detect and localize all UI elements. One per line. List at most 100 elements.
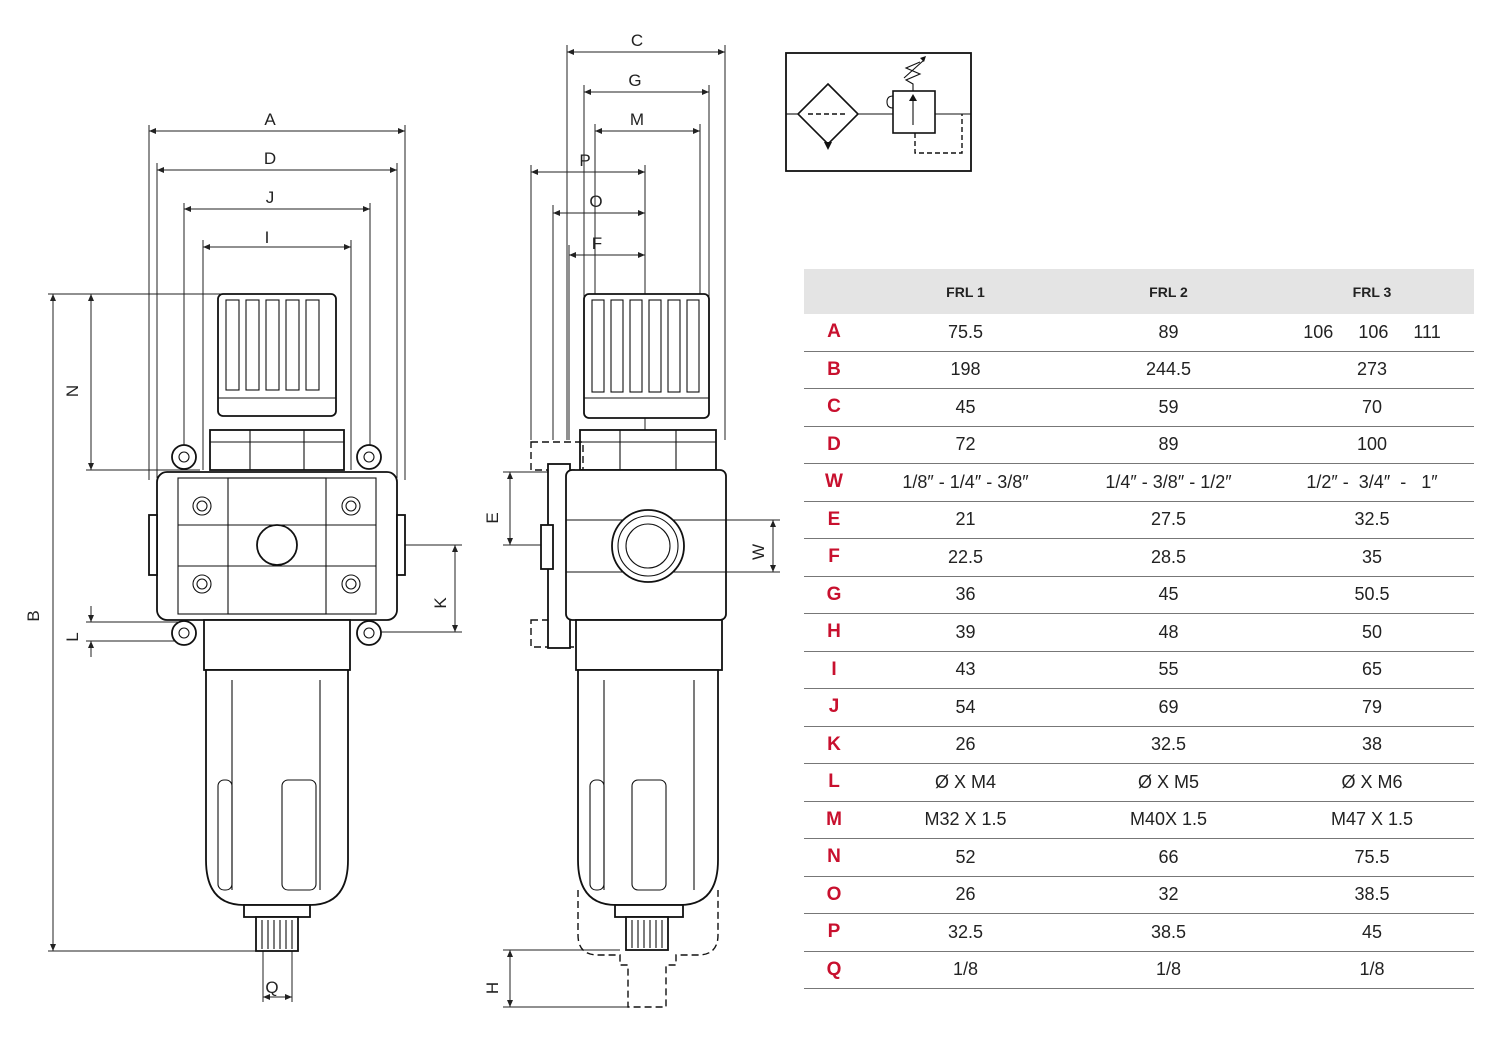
dim-label-J: J xyxy=(266,188,275,207)
cell-frl2: 45 xyxy=(1067,576,1270,614)
cell-frl2: 1/8 xyxy=(1067,951,1270,989)
table-header-row: FRL 1 FRL 2 FRL 3 xyxy=(804,269,1474,314)
dim-label-L: L xyxy=(63,632,82,641)
dim-label-M: M xyxy=(630,110,644,129)
cell-frl3: Ø X M6 xyxy=(1270,763,1474,802)
dim-label-D: D xyxy=(264,149,276,168)
cell-frl3: 106 106 111 xyxy=(1270,314,1474,352)
cell-frl2: Ø X M5 xyxy=(1067,763,1270,802)
row-key: D xyxy=(804,426,864,464)
cell-frl1: 36 xyxy=(864,576,1067,614)
cell-frl3: 100 xyxy=(1270,426,1474,464)
front-view: A D J I N B K L Q xyxy=(24,110,462,1002)
cell-frl2: 28.5 xyxy=(1067,538,1270,577)
row-key: Q xyxy=(804,951,864,989)
row-key: K xyxy=(804,726,864,764)
row-key: W xyxy=(804,463,864,502)
table-header-frl3: FRL 3 xyxy=(1270,269,1474,314)
cell-frl3: 50 xyxy=(1270,613,1474,652)
cell-frl3: 50.5 xyxy=(1270,576,1474,614)
cell-frl3: 32.5 xyxy=(1270,501,1474,539)
cell-frl2: 59 xyxy=(1067,388,1270,427)
row-key: H xyxy=(804,613,864,652)
cell-frl2: 27.5 xyxy=(1067,501,1270,539)
cell-frl3: 65 xyxy=(1270,651,1474,689)
cell-frl2: 1/4″ - 3/8″ - 1/2″ xyxy=(1067,463,1270,502)
cell-frl1: 39 xyxy=(864,613,1067,652)
cell-frl3: 79 xyxy=(1270,688,1474,727)
cell-frl3: 273 xyxy=(1270,351,1474,389)
cell-frl1: 1/8 xyxy=(864,951,1067,989)
cell-frl1: 72 xyxy=(864,426,1067,464)
cell-frl1: 21 xyxy=(864,501,1067,539)
cell-frl2: 48 xyxy=(1067,613,1270,652)
table-header-frl1: FRL 1 xyxy=(864,269,1067,314)
dim-label-K: K xyxy=(431,597,450,609)
side-view: C G M P O F E W H xyxy=(483,31,780,1008)
cell-frl1: 52 xyxy=(864,838,1067,877)
cell-frl1: 54 xyxy=(864,688,1067,727)
dim-label-F: F xyxy=(592,234,602,253)
cell-frl1: 198 xyxy=(864,351,1067,389)
row-key: J xyxy=(804,688,864,727)
dim-label-N: N xyxy=(63,385,82,397)
dim-label-W: W xyxy=(749,544,768,560)
cell-frl2: M40X 1.5 xyxy=(1067,801,1270,839)
cell-frl3: 75.5 xyxy=(1270,838,1474,877)
cell-frl3: M47 X 1.5 xyxy=(1270,801,1474,839)
cell-frl2: 66 xyxy=(1067,838,1270,877)
filter-regulator-symbol xyxy=(785,52,972,172)
table-header-frl2: FRL 2 xyxy=(1067,269,1270,314)
row-key: L xyxy=(804,763,864,802)
row-key: P xyxy=(804,913,864,952)
cell-frl2: 32.5 xyxy=(1067,726,1270,764)
cell-frl1: Ø X M4 xyxy=(864,763,1067,802)
cell-frl3: 1/8 xyxy=(1270,951,1474,989)
cell-frl3: 1/2″ - 3/4″ - 1″ xyxy=(1270,463,1474,502)
cell-frl1: 26 xyxy=(864,876,1067,914)
dim-label-C: C xyxy=(631,31,643,50)
row-key: B xyxy=(804,351,864,389)
cell-frl1: 1/8″ - 1/4″ - 3/8″ xyxy=(864,463,1067,502)
row-key: E xyxy=(804,501,864,539)
row-key: A xyxy=(804,314,864,352)
cell-frl2: 69 xyxy=(1067,688,1270,727)
cell-frl2: 55 xyxy=(1067,651,1270,689)
cell-frl3: 45 xyxy=(1270,913,1474,952)
row-key: M xyxy=(804,801,864,839)
row-key: G xyxy=(804,576,864,614)
dim-label-O: O xyxy=(589,192,602,211)
dim-label-E: E xyxy=(483,512,502,523)
cell-frl3: 38.5 xyxy=(1270,876,1474,914)
cell-frl2: 32 xyxy=(1067,876,1270,914)
row-key: N xyxy=(804,838,864,877)
cell-frl2: 89 xyxy=(1067,314,1270,352)
cell-frl1: 32.5 xyxy=(864,913,1067,952)
row-key: O xyxy=(804,876,864,914)
cell-frl1: M32 X 1.5 xyxy=(864,801,1067,839)
cell-frl1: 22.5 xyxy=(864,538,1067,577)
cell-frl2: 89 xyxy=(1067,426,1270,464)
row-key: F xyxy=(804,538,864,577)
dim-label-H: H xyxy=(483,982,502,994)
table-header-key xyxy=(804,269,864,314)
dim-label-A: A xyxy=(264,110,276,129)
